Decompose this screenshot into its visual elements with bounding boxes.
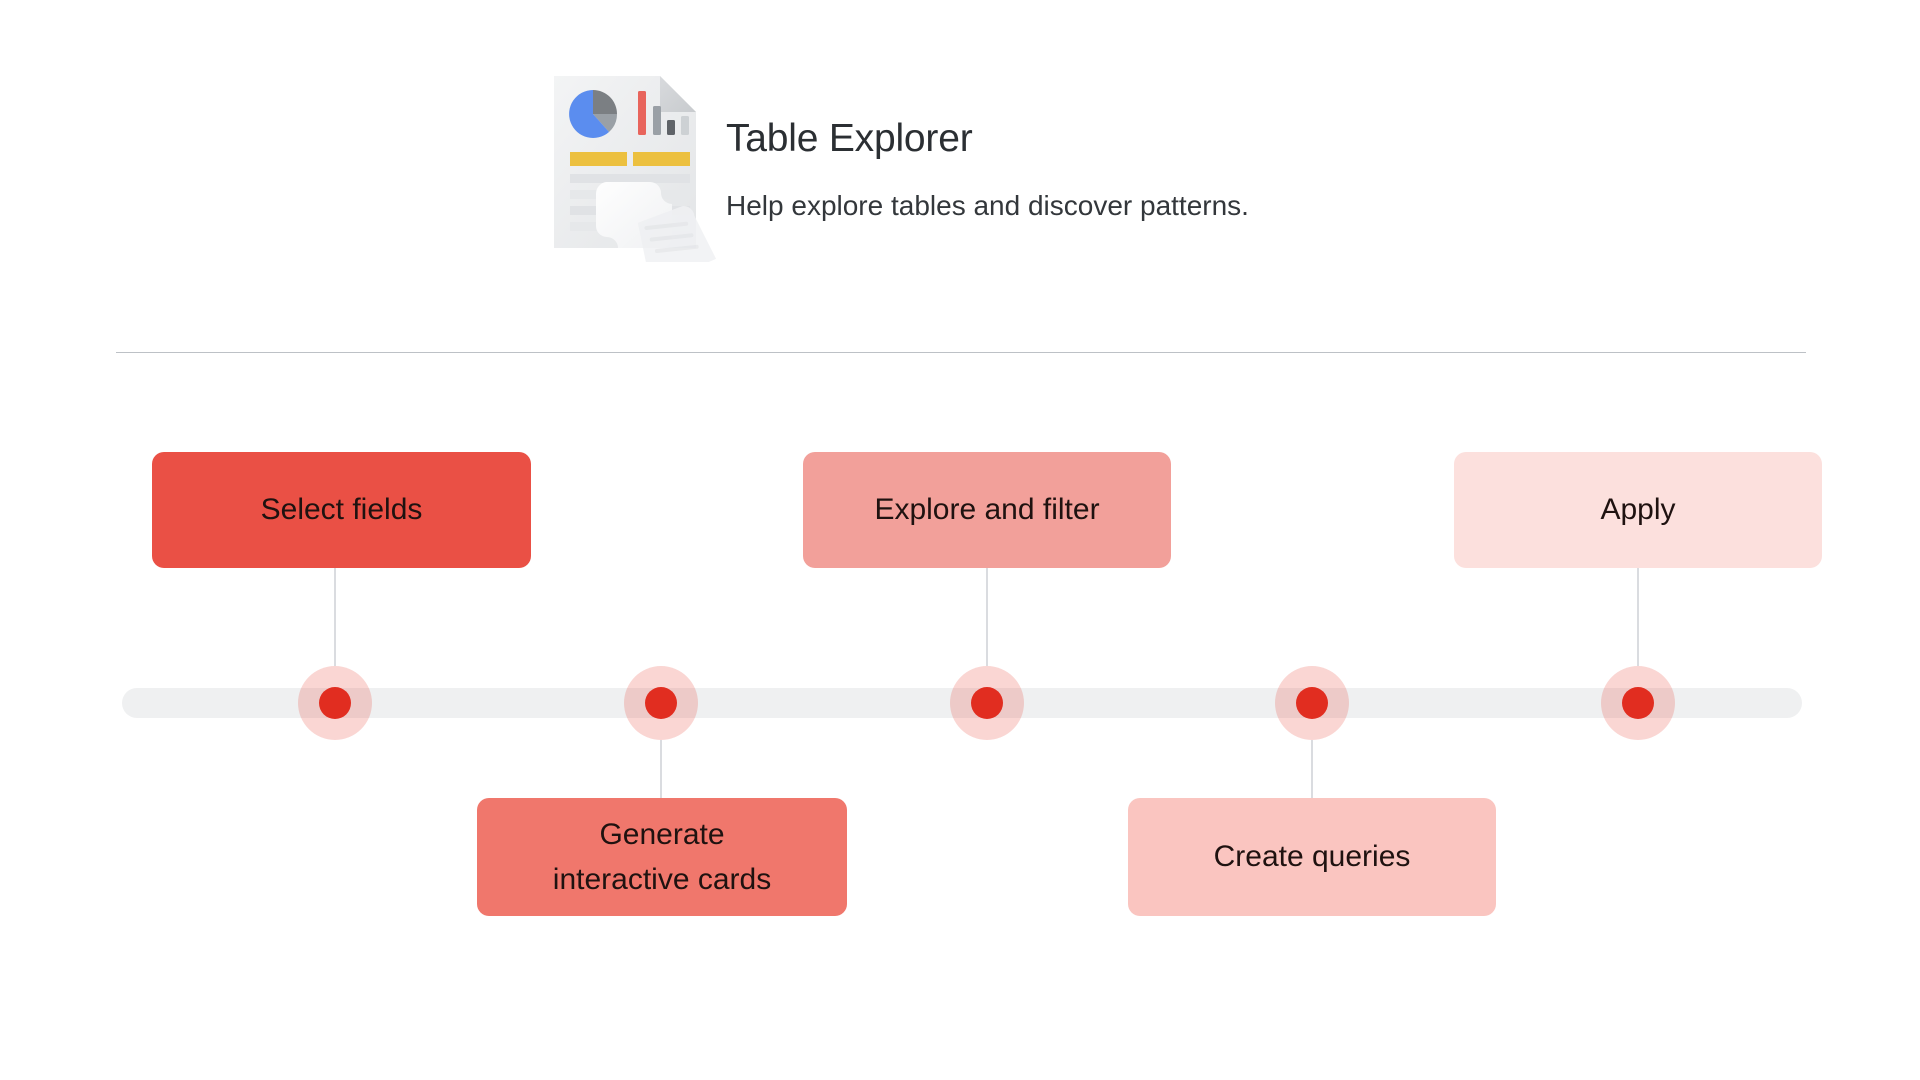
timeline-step-label: Select fields xyxy=(260,493,423,526)
page-title: Table Explorer xyxy=(726,117,973,160)
timeline-step-card-3[interactable]: Explore and filter xyxy=(803,452,1171,568)
timeline-node-dot xyxy=(1622,687,1654,719)
document-chart-puzzle-artwork xyxy=(554,76,717,283)
timeline-connector-5 xyxy=(1637,568,1639,666)
timeline-step-label: Create queries xyxy=(1213,840,1411,873)
timeline-node-dot xyxy=(971,687,1003,719)
puzzle-piece-glyph xyxy=(595,182,717,283)
page-subtitle: Help explore tables and discover pattern… xyxy=(726,190,1249,221)
timeline-step-label: Apply xyxy=(1600,493,1676,526)
timeline-step-card-1[interactable]: Select fields xyxy=(152,452,531,568)
timeline-step-label: Explore and filter xyxy=(874,493,1100,526)
timeline-node-dot xyxy=(1296,687,1328,719)
pie-chart-glyph xyxy=(569,90,618,138)
timeline-connector-3 xyxy=(986,568,988,666)
timeline-step-card-5[interactable]: Apply xyxy=(1454,452,1822,568)
timeline-connector-1 xyxy=(334,568,336,666)
timeline-step-card-4[interactable]: Create queries xyxy=(1128,798,1496,916)
timeline-node-dot xyxy=(319,687,351,719)
header-divider xyxy=(116,352,1806,353)
app-header: Table Explorer Help explore tables and d… xyxy=(548,66,1249,283)
timeline-connector-2 xyxy=(660,740,662,798)
header-text-block: Table Explorer Help explore tables and d… xyxy=(726,66,1249,223)
timeline-node-dot xyxy=(645,687,677,719)
bar-chart-glyph xyxy=(638,91,689,135)
timeline-track xyxy=(122,688,1802,718)
timeline-connector-4 xyxy=(1311,740,1313,798)
table-explorer-document-icon xyxy=(548,66,720,283)
